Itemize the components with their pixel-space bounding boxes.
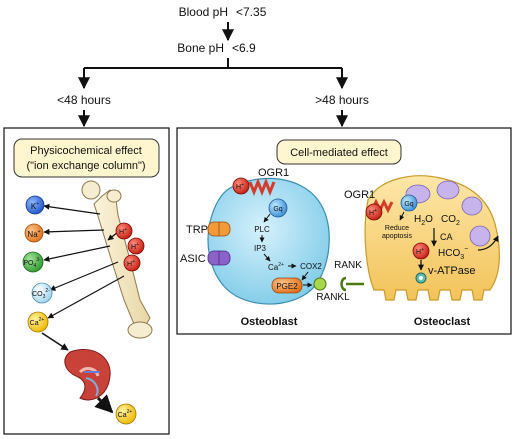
v-atpase-pump <box>415 272 427 284</box>
ion-co3: CO32- <box>31 282 53 304</box>
hco3-label: HCO3− <box>438 246 468 261</box>
osteoblast-label: Osteoblast <box>241 316 298 328</box>
cox2-label: COX2 <box>300 262 322 271</box>
right-panel-title: Cell-mediated effect <box>290 147 388 159</box>
arrow-cox2-to-pge2 <box>301 271 309 281</box>
rankl-ligand <box>313 277 327 291</box>
ion-k: K+ <box>25 195 45 215</box>
h2o-label: H2O <box>414 214 433 227</box>
ion-ca-excreted: Ca2+ <box>115 403 137 425</box>
svg-text:Na+: Na+ <box>27 229 40 239</box>
ion-h-1: H+ <box>115 222 133 240</box>
osteoblast-ogr1-label: OGR1 <box>258 167 289 179</box>
ion-po4: PO43- <box>22 251 44 273</box>
svg-text:H+: H+ <box>369 208 377 217</box>
v-atpase-label: v-ATPase <box>428 265 475 277</box>
svg-text:CO32-: CO32- <box>32 288 50 300</box>
svg-text:Ca2+: Ca2+ <box>30 317 45 327</box>
svg-text:H+: H+ <box>416 247 424 256</box>
osteoblast-ca-label: Ca2+ <box>268 262 284 272</box>
osteoclast-ogr1-receptor <box>370 198 394 214</box>
svg-text:Gq: Gq <box>273 206 282 213</box>
osteoclast-ogr1-label: OGR1 <box>344 189 375 201</box>
branch-arrows <box>78 58 348 90</box>
left-time-label: <48 hours <box>57 93 111 107</box>
rank-receptor <box>340 276 364 292</box>
reduce-apoptosis-line1: Reduce <box>385 225 409 232</box>
osteoblast-h-ion: H+ <box>232 177 250 195</box>
osteoclast-inner-h-ion: H+ <box>412 242 430 260</box>
plc-label: PLC <box>254 225 270 234</box>
rank-label: RANK <box>334 260 362 271</box>
svg-text:PGE2: PGE2 <box>276 282 298 291</box>
ion-ca: Ca2+ <box>27 311 49 333</box>
osteoblast-ogr1-receptor <box>248 177 276 197</box>
pge2-box: PGE2 <box>271 277 303 294</box>
svg-text:H+: H+ <box>131 242 139 251</box>
left-panel-title-box <box>13 138 160 178</box>
trp-label: TRP <box>186 224 208 236</box>
carbonic-anhydrase-label: CA <box>440 232 453 242</box>
co2-label: CO2 <box>441 214 460 227</box>
bone-ph-label: Bone pH <box>177 41 224 55</box>
svg-text:K+: K+ <box>31 201 39 211</box>
bone-ph-value: <6.9 <box>232 41 256 55</box>
right-panel-title-box <box>276 139 402 165</box>
femur-bone-illustration <box>81 180 153 339</box>
kidney-illustration <box>64 348 111 401</box>
blood-ph-label: Blood pH <box>179 5 228 19</box>
ion-h-2: H+ <box>127 237 145 255</box>
left-panel-title-line2: ("ion exchange column") <box>26 160 145 172</box>
arrow-kidney-to-urine <box>94 394 114 414</box>
svg-text:H+: H+ <box>127 259 135 268</box>
osteoclast-h-ion: H+ <box>365 203 383 221</box>
osteoblast-gq: Gq <box>268 198 288 218</box>
arrow-ca-to-kidney <box>41 332 69 351</box>
arrow-ip3-to-ca <box>263 253 271 262</box>
arrow-gq-to-plc <box>263 213 271 223</box>
arrow-hco3-out <box>477 235 499 251</box>
osteoclast-label: Osteoclast <box>414 316 471 328</box>
asic-label: ASIC <box>180 253 206 265</box>
ion-h-3: H+ <box>123 254 141 272</box>
svg-text:H+: H+ <box>119 227 127 236</box>
ion-na: Na+ <box>24 223 44 243</box>
asic-channel <box>207 250 231 266</box>
trp-channel <box>207 221 231 237</box>
right-time-label: >48 hours <box>315 93 369 107</box>
reduce-apoptosis-line2: apoptosis <box>382 233 412 240</box>
svg-text:Gq: Gq <box>404 201 413 208</box>
arrow-gq-to-apoptosis <box>399 211 405 221</box>
svg-text:PO43-: PO43- <box>23 257 41 269</box>
left-panel-title-line1: Physicochemical effect <box>30 145 142 157</box>
svg-text:Ca2+: Ca2+ <box>118 409 133 419</box>
blood-ph-value: <7.35 <box>236 5 267 19</box>
osteoblast-cell <box>207 177 330 305</box>
ip3-label: IP3 <box>254 244 267 253</box>
svg-text:H+: H+ <box>236 182 244 191</box>
osteoclast-gq: Gq <box>400 194 418 212</box>
rankl-label: RANKL <box>316 292 350 303</box>
